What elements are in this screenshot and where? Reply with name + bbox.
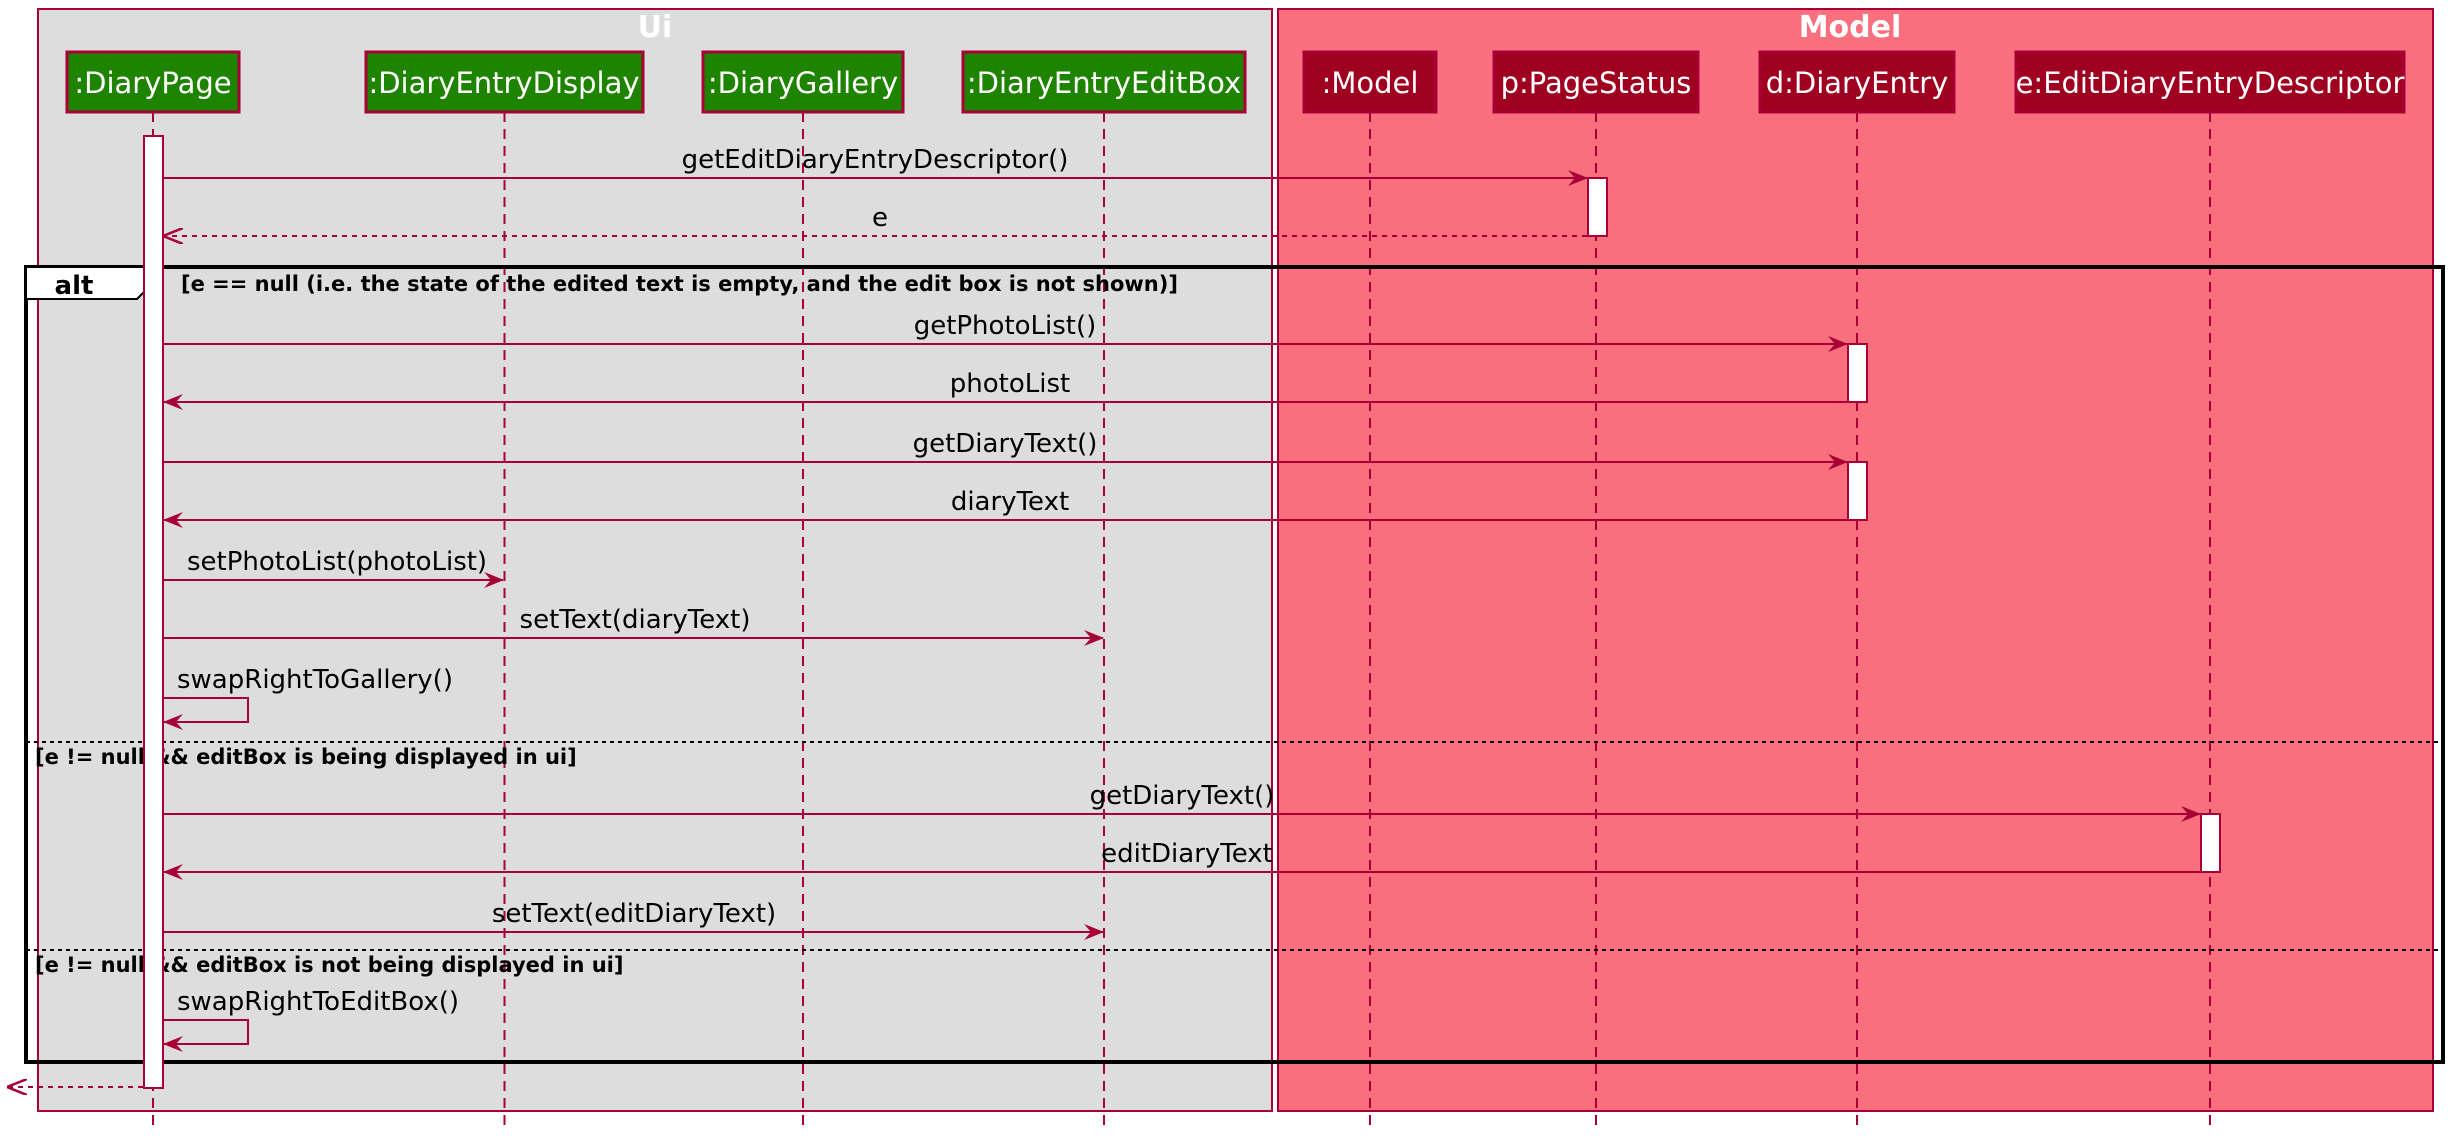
model-box xyxy=(1277,8,2434,1112)
message-diary-text-reply: diaryText xyxy=(163,487,1847,528)
participant-editdiaryentrydescriptor-label: e:EditDiaryEntryDescriptor xyxy=(2016,66,2405,100)
message-swap-right-to-edit-box: swapRightToEditBox() xyxy=(163,987,459,1052)
participant-model: :Model xyxy=(1302,50,1438,114)
participant-diaryentryeditbox-box xyxy=(961,50,1247,114)
message-set-photo-list: setPhotoList(photoList) xyxy=(163,547,504,588)
participant-diaryentry: d:DiaryEntry xyxy=(1758,50,1956,114)
activation-descriptor xyxy=(2200,813,2221,873)
message-get-diary-text-descriptor: getDiaryText() xyxy=(163,781,2201,822)
message-label: swapRightToEditBox() xyxy=(177,987,459,1017)
message-set-text-diary-text: setText(diaryText) xyxy=(163,605,1104,646)
message-label: diaryText xyxy=(951,487,1069,517)
message-edit-diary-text-reply: editDiaryText xyxy=(163,839,2200,880)
message-label: swapRightToGallery() xyxy=(177,665,453,695)
alt-frame: alt [e == null (i.e. the state of the ed… xyxy=(24,265,2445,1064)
participant-diarypage-label: :DiaryPage xyxy=(74,66,231,100)
participant-diaryentrydisplay-box xyxy=(364,50,645,114)
message-line xyxy=(163,1019,249,1052)
message-return-e: e xyxy=(164,203,1587,236)
participant-model-label: :Model xyxy=(1322,66,1419,100)
message-label: photoList xyxy=(950,369,1070,399)
participant-pagestatus: p:PageStatus xyxy=(1492,50,1700,114)
participant-model-box xyxy=(1302,50,1438,114)
message-label: getPhotoList() xyxy=(914,311,1097,341)
messages: getEditDiaryEntryDescriptor() e getPhoto… xyxy=(8,145,2201,1087)
model-box-title: Model xyxy=(1799,10,1902,45)
alt-frame-border xyxy=(24,265,2445,1064)
message-get-edit-diary-entry-descriptor: getEditDiaryEntryDescriptor() xyxy=(163,145,1588,186)
participants: :DiaryPage :DiaryEntryDisplay :DiaryGall… xyxy=(65,50,2406,114)
participant-diaryentrydisplay-label: :DiaryEntryDisplay xyxy=(368,66,639,100)
message-label: setPhotoList(photoList) xyxy=(187,547,487,577)
participant-diarygallery-label: :DiaryGallery xyxy=(708,66,898,100)
message-label: getDiaryText() xyxy=(1090,781,1275,811)
ui-box-title: Ui xyxy=(638,10,673,45)
message-get-diary-text: getDiaryText() xyxy=(163,429,1848,470)
participant-diaryentryeditbox-label: :DiaryEntryEditBox xyxy=(967,66,1241,100)
participant-editdiaryentrydescriptor-box xyxy=(2014,50,2406,114)
participant-editdiaryentrydescriptor: e:EditDiaryEntryDescriptor xyxy=(2014,50,2406,114)
participant-diaryentrydisplay: :DiaryEntryDisplay xyxy=(364,50,645,114)
activation-diarypage xyxy=(143,135,164,1089)
message-label: getDiaryText() xyxy=(913,429,1098,459)
message-photo-list-reply: photoList xyxy=(163,369,1847,410)
activation-pagestatus xyxy=(1587,177,1608,237)
participant-diaryentryeditbox: :DiaryEntryEditBox xyxy=(961,50,1247,114)
message-label: getEditDiaryEntryDescriptor() xyxy=(682,145,1069,175)
message-get-photo-list: getPhotoList() xyxy=(163,311,1848,352)
message-label: setText(editDiaryText) xyxy=(492,899,776,929)
participant-diaryentry-box xyxy=(1758,50,1956,114)
ui-box xyxy=(37,8,1273,1112)
activation-diaryentry-diarytext xyxy=(1847,461,1868,521)
participant-diarygallery: :DiaryGallery xyxy=(701,50,905,114)
message-label: e xyxy=(872,203,888,233)
message-label: setText(diaryText) xyxy=(520,605,751,635)
participant-pagestatus-label: p:PageStatus xyxy=(1501,66,1692,100)
participant-diarygallery-box xyxy=(701,50,905,114)
participant-diaryentry-label: d:DiaryEntry xyxy=(1766,66,1949,100)
alt-guard-2: [e != null && editBox is being displayed… xyxy=(35,745,577,769)
alt-guard-3: [e != null && editBox is not being displ… xyxy=(35,953,623,977)
participant-diarypage-box xyxy=(65,50,241,114)
message-line xyxy=(163,697,249,730)
alt-frame-keyword: alt xyxy=(55,271,94,301)
message-label: editDiaryText xyxy=(1101,839,1273,869)
activations xyxy=(143,135,2221,1089)
message-set-text-edit-diary-text: setText(editDiaryText) xyxy=(163,899,1104,940)
message-swap-right-to-gallery: swapRightToGallery() xyxy=(163,665,453,730)
participant-diarypage: :DiaryPage xyxy=(65,50,241,114)
activation-diaryentry-photolist xyxy=(1847,343,1868,403)
alt-guard-1: [e == null (i.e. the state of the edited… xyxy=(181,272,1178,296)
participant-pagestatus-box xyxy=(1492,50,1700,114)
